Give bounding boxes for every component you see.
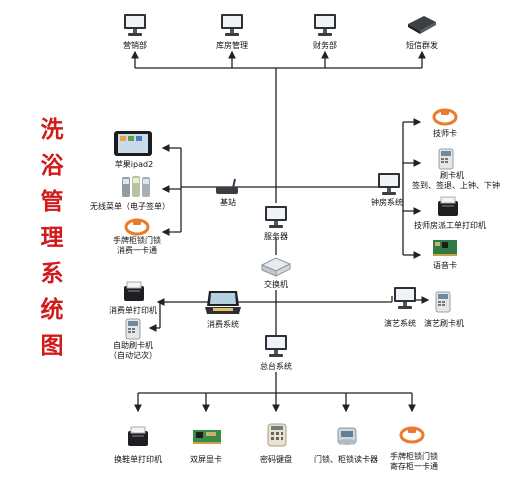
card-reader-icon [438,148,454,170]
computer-icon [394,287,416,309]
sms-modem-icon [408,16,436,34]
title-char-1: 洗 [40,116,64,143]
voice-card-icon [433,240,457,256]
computer-icon [124,14,146,36]
wristband-locker-sub-label: 寄存柜一卡通 [390,462,438,471]
graphics-card-icon [193,430,221,444]
card-reader-icon [435,291,451,313]
base-station-label: 基站 [220,198,236,207]
shoe-printer-label: 换鞋单打印机 [114,455,162,464]
title-char-4: 理 [40,224,64,251]
computer-icon [221,14,243,36]
title-char-5: 系 [40,260,64,287]
wireless-menu-label: 无线菜单（电子签单） [90,202,170,211]
wristband-lock-label: 手牌柜锁门锁 [113,236,161,245]
ipad-icon [114,131,152,156]
printer-icon [124,281,144,301]
voice-card-label: 语音卡 [433,261,457,270]
clock-room-label: 钟房系统 [371,198,403,207]
pin-pad-icon [267,423,287,447]
wristband-icon [124,218,150,236]
warehouse-label: 库房管理 [216,41,248,50]
printer-icon [128,426,148,446]
computer-icon [314,14,336,36]
switch-label: 交换机 [264,280,288,289]
consume-system-label: 消费系统 [207,320,239,329]
front-desk-label: 总台系统 [260,362,292,371]
computer-icon [265,335,287,357]
sms-label: 短信群发 [406,41,438,50]
pin-pad-label: 密码键盘 [260,455,292,464]
switch-icon [260,257,292,277]
lock-reader-label: 门锁、柜锁读卡器 [314,455,378,464]
lock-reader-icon [337,427,357,445]
computer-icon [378,173,400,195]
sales-label: 营销部 [123,41,147,50]
handheld-icon [122,176,150,197]
title-char-6: 统 [40,296,64,323]
title-char-3: 管 [40,188,64,215]
wristband-icon [432,108,458,126]
finance-label: 财务部 [313,41,337,50]
show-reader-label: 演艺刷卡机 [424,319,464,328]
ipad-label: 苹果ipad2 [114,160,154,169]
card-reader-label: 刷卡机 [440,171,464,180]
pos-terminal-icon [205,291,241,314]
card-reader-sub-label: 签到、签退、上钟、下钟 [412,181,500,190]
tech-card-label: 技师卡 [433,129,457,138]
title-char-2: 浴 [40,152,64,179]
show-system-label: 演艺系统 [384,319,416,328]
wristband-locker-label: 手牌柜锁门锁 [390,452,438,461]
wristband-icon [399,426,425,444]
base-station-icon [216,178,238,194]
title-char-7: 图 [40,332,64,359]
dual-screen-label: 双屏显卡 [190,455,222,464]
computer-icon [265,206,287,228]
server-label: 服务器 [264,232,288,241]
card-reader-icon [125,318,141,340]
wristband-lock-sub-label: 消费一卡通 [117,246,157,255]
tech-printer-label: 技师房派工单打印机 [414,221,486,230]
self-reader-label: 自助刷卡机 [113,341,153,350]
self-reader-sub-label: （自动记次） [109,351,157,360]
printer-icon [438,196,458,216]
consume-printer-label: 消费单打印机 [109,306,157,315]
